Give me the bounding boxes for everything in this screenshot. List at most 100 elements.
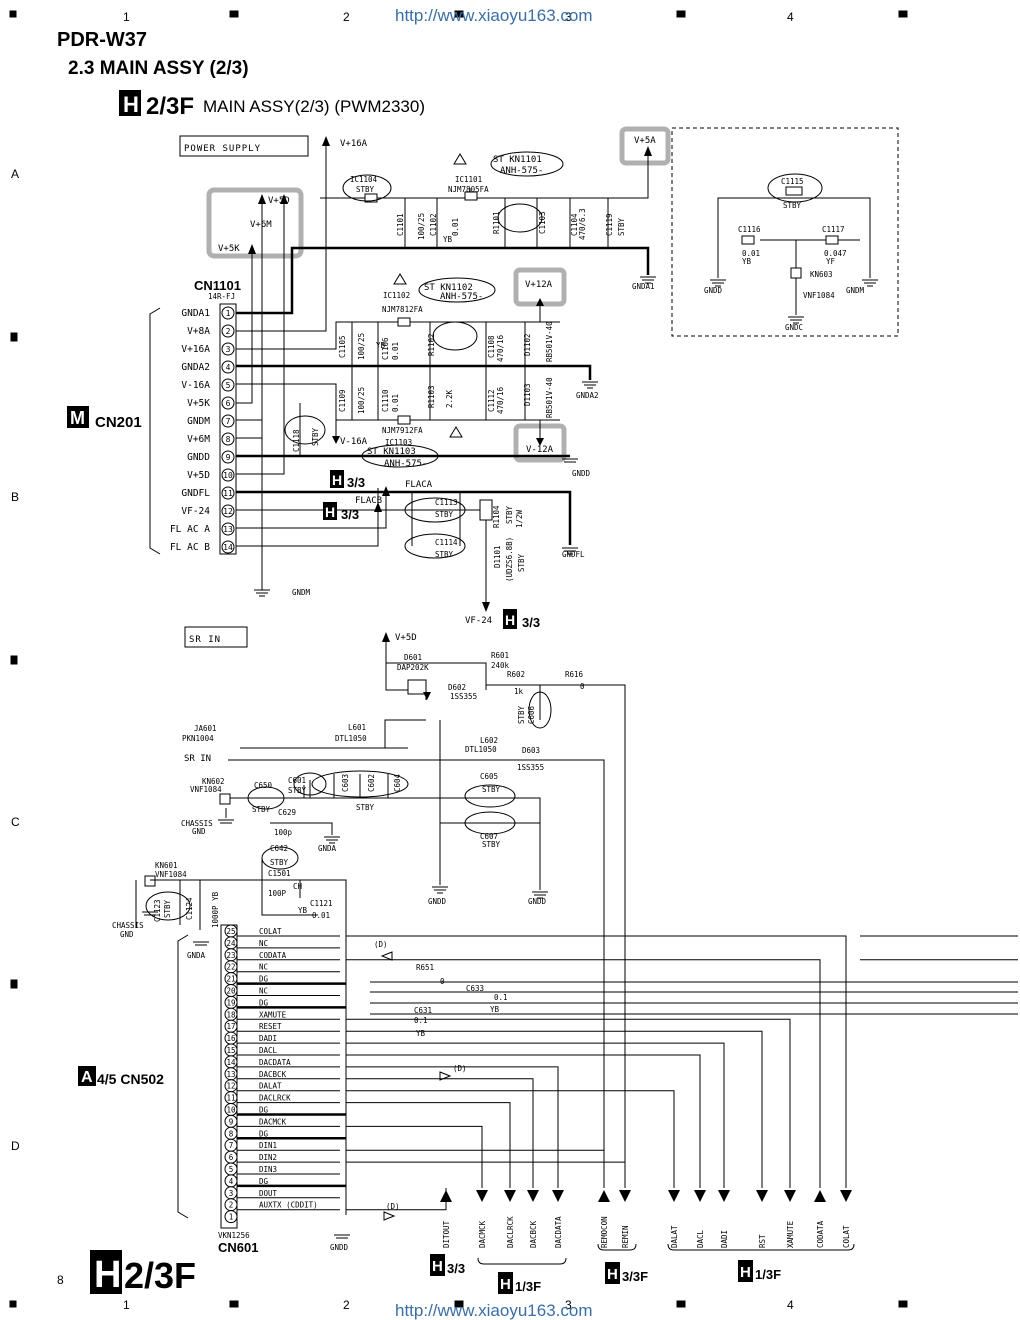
cn1101-pin-name: GNDA1: [181, 308, 210, 319]
cn1101-pin-name: VF-24: [181, 506, 210, 517]
cn1101-bracket: [149, 307, 161, 555]
signal-label-dacbck: DACBCK: [529, 1220, 538, 1248]
r1104-stby: STBY: [505, 505, 514, 524]
d601-ref: D601: [404, 653, 422, 662]
cn1101-pin-4: [221, 360, 235, 374]
d1101-ref: D1101: [493, 545, 502, 568]
signal-label-codata: CODATA: [816, 1220, 825, 1248]
c601-stby: STBY: [288, 786, 307, 795]
sr-in-arrows: [382, 632, 431, 700]
cn1101-pin-number: 7: [226, 417, 231, 426]
signal-bus-wire: [346, 1149, 605, 1188]
cn601-pin-name: RESET: [259, 1022, 282, 1031]
cn601-pin-number: 6: [229, 1153, 234, 1162]
c1109-ref: C1109: [338, 389, 347, 412]
sr-in-stby-ellipses: [145, 691, 552, 921]
cn601-pin-number: 2: [229, 1201, 234, 1210]
signal-bus-wire: [346, 959, 821, 1188]
cn1101-pin-14: [221, 540, 235, 554]
h-badge-flacb: H: [325, 504, 335, 520]
h-ref-dit: 3/3: [447, 1261, 465, 1276]
c1114-stby: STBY: [435, 550, 454, 559]
power-vertical-labels: C1101 100/25 C1102 0.01 R1101 C1103 C110…: [292, 208, 626, 582]
cn1101-pin-name: FL AC A: [170, 524, 210, 535]
cn601-pin-name: DACDATA: [259, 1058, 291, 1067]
ic1102-ref: IC1102: [383, 291, 410, 300]
cn1101-pins: 1GNDA12V+8A3V+16A4GNDA25V-16A6V+5K7GNDM8…: [170, 306, 235, 554]
model-name: PDR-W37: [57, 29, 147, 51]
cn1101-pin-name: V+6M: [187, 434, 210, 445]
cn601-pin-name: NC: [259, 963, 268, 972]
ic1104-stby: STBY: [356, 185, 375, 194]
r1104-val: 1/2W: [515, 509, 524, 528]
footer-badge-ref: 2/3F: [124, 1255, 196, 1296]
signal-arrow-codata: [814, 1190, 826, 1202]
h-badge-ctrl-box: [738, 1260, 753, 1282]
c1101-val: 100/25: [417, 213, 426, 240]
chassis2-gnd: GND: [120, 930, 134, 939]
site-url-top[interactable]: http://www.xiaoyu163.com: [395, 6, 592, 25]
gnd-gndd-pwr: GNDD: [572, 469, 591, 478]
cn502-ref: 4/5 CN502: [97, 1071, 164, 1087]
cn601-pin-name: AUXTX (CDDIT): [259, 1201, 318, 1210]
ja601-ref: JA601: [194, 724, 217, 733]
h-badge-rem-box: [605, 1262, 620, 1284]
cn1101-pin-name: V+5D: [187, 470, 210, 481]
signal-label-dadi: DADI: [720, 1230, 729, 1248]
c1115-stby: STBY: [783, 201, 802, 210]
rail-highlights: [206, 126, 671, 463]
c1101-ref: C1101: [396, 213, 405, 236]
ic1104-ref: IC1104: [350, 175, 378, 184]
signal-arrow-dacbck: [527, 1190, 539, 1202]
cn601-pin-name: DACMCK: [259, 1117, 287, 1126]
c1116-val: 0.01: [742, 249, 760, 258]
cn1101-pin-number: 1: [226, 309, 231, 318]
signal-arrow-daclrck: [504, 1190, 516, 1202]
kn601-ref: KN601: [155, 861, 178, 870]
cn1101-pin-name: V+16A: [181, 344, 210, 355]
ic1101-ref: IC1101: [455, 175, 482, 184]
c1119-stby: STBY: [617, 217, 626, 236]
c607-stby: STBY: [482, 840, 501, 849]
cn1101-pin-number: 11: [223, 489, 233, 498]
cn502-badge: A: [81, 1069, 93, 1086]
signal-arrow-dacdata: [552, 1190, 564, 1202]
cn1101-pin-name: V+5K: [187, 398, 210, 409]
cn601-pin-number: 25: [226, 927, 235, 936]
cn1101-pin-3: [221, 342, 235, 356]
cn1101-pin-number: 14: [223, 543, 233, 552]
power-wiring: [236, 140, 871, 605]
cn1101-body: [219, 303, 237, 555]
gnd-gndc: GNDC: [785, 323, 803, 332]
power-supply-box: [179, 135, 309, 157]
gnd-gndfl: GNDFL: [562, 550, 585, 559]
signal-arrow-dacl: [694, 1190, 706, 1202]
cn1101-pin-name: FL AC B: [170, 542, 210, 553]
d603-part: 1SS355: [517, 763, 544, 772]
c1105-ref: C1105: [338, 335, 347, 358]
c1102-ref: C1102: [429, 213, 438, 236]
rail-v5k: V+5K: [218, 244, 240, 254]
r602-val: 1k: [514, 687, 524, 696]
d1101-stby: STBY: [517, 553, 526, 572]
c1104-val: 470/6.3: [578, 208, 587, 240]
c601-ref: C601: [288, 776, 306, 785]
chassis2-label: CHASSIS: [112, 921, 144, 930]
cn1101-pin-number: 5: [226, 381, 231, 390]
site-url-bottom[interactable]: http://www.xiaoyu163.com: [395, 1301, 592, 1320]
cn601-pin-number: 21: [226, 975, 235, 984]
cn601-bracket: [177, 934, 189, 1219]
c1118-ref: C1118: [292, 429, 301, 452]
c1116-yb: YB: [742, 257, 752, 266]
cn601-pin-number: 5: [229, 1165, 234, 1174]
c633-ref: C633: [466, 984, 484, 993]
chassis1-gnd: GND: [192, 827, 206, 836]
cn601-pin-number: 17: [226, 1022, 235, 1031]
cn601-pin-number: 9: [229, 1117, 234, 1126]
signal-bus-wire: [346, 935, 847, 1188]
cn1101-ref: CN1101: [194, 278, 241, 293]
signal-bus-wire: [346, 1078, 534, 1188]
